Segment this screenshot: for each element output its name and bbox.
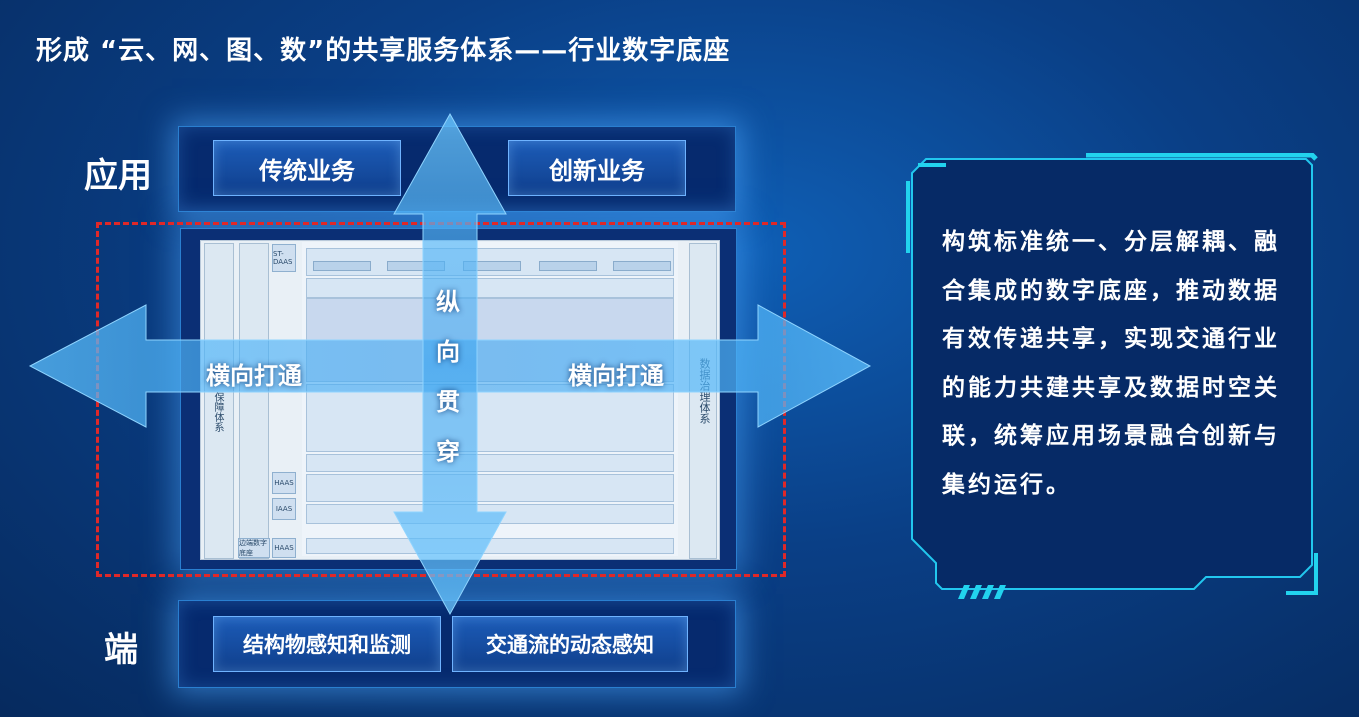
info-panel-frame xyxy=(906,153,1318,599)
vertical-label-char: 向 xyxy=(436,338,460,366)
vertical-label-char: 贯 xyxy=(436,388,460,416)
innovative-business-button[interactable]: 创新业务 xyxy=(508,140,686,196)
security-column xyxy=(204,243,234,559)
haas-cell-1: HAAS xyxy=(272,472,296,494)
horizontal-arrow-right-label: 横向打通 xyxy=(568,362,664,390)
application-label: 应用 xyxy=(84,156,152,196)
vertical-arrow xyxy=(393,112,507,616)
page-title: 形成 “云、网、图、数”的共享服务体系——行业数字底座 xyxy=(36,36,731,66)
horizontal-arrow-left-label: 横向打通 xyxy=(206,362,302,390)
platform-row xyxy=(306,454,674,472)
edge-base-cell: 边端数字底座 xyxy=(238,538,270,558)
info-description: 构筑标准统一、分层解耦、融合集成的数字底座，推动数据有效传递共享，实现交通行业的… xyxy=(942,229,1280,498)
vertical-label-char: 穿 xyxy=(436,438,460,466)
stripe-icon xyxy=(958,585,1006,599)
platform-row xyxy=(306,248,674,276)
governance-column xyxy=(689,243,717,559)
support-column xyxy=(239,243,269,559)
platform-row xyxy=(306,474,674,502)
vertical-label-char: 纵 xyxy=(436,288,460,316)
traffic-sensing-button[interactable]: 交通流的动态感知 xyxy=(452,616,688,672)
platform-row xyxy=(306,278,674,298)
iaas-cell: IAAS xyxy=(272,498,296,520)
security-system-label: 保障体系 xyxy=(212,392,223,432)
st-daas-cell: ST-DAAS xyxy=(272,244,296,272)
structure-sensing-button[interactable]: 结构物感知和监测 xyxy=(213,616,441,672)
traditional-business-button[interactable]: 传统业务 xyxy=(213,140,401,196)
platform-row xyxy=(306,384,674,452)
terminal-label: 端 xyxy=(104,630,138,670)
haas-cell-2: HAAS xyxy=(272,538,296,558)
